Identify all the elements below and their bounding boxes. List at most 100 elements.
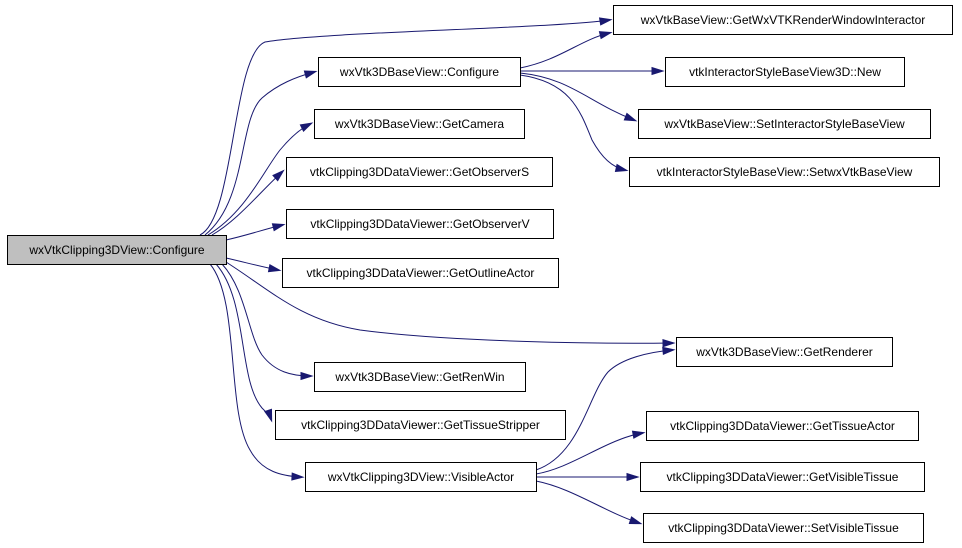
edge-arrowhead [651, 66, 665, 76]
edge-arrowhead [303, 70, 318, 79]
node-setwx[interactable]: vtkInteractorStyleBaseView::SetwxVtkBase… [629, 157, 940, 187]
node-label: vtkClipping3DDataViewer::GetTissueStripp… [301, 418, 540, 432]
node-setvisibletissue[interactable]: vtkClipping3DDataViewer::SetVisibleTissu… [643, 513, 924, 543]
edge-line [225, 261, 673, 344]
node-box [613, 5, 953, 35]
edge-arrowhead [299, 122, 314, 132]
edge-arrowhead [623, 112, 638, 122]
edge-root-to-configure3d [204, 70, 318, 236]
edge-root-to-visibleactor [209, 263, 305, 481]
edge-arrowhead [598, 17, 613, 26]
edge-arrowhead [267, 264, 282, 273]
edge-line [207, 123, 311, 236]
node-label: wxVtk3DBaseView::Configure [339, 65, 500, 79]
edge-arrowhead [300, 371, 314, 381]
edge-line [519, 74, 626, 171]
edge-line [204, 71, 315, 236]
node-box [314, 109, 525, 139]
edge-line [211, 171, 283, 236]
edge-line [519, 72, 635, 121]
edge-line [519, 32, 610, 69]
edge-visibleactor-to-setvisibletissue [535, 480, 643, 525]
edge-visibleactor-to-gettissueactor [535, 430, 646, 475]
edge-arrowhead [598, 31, 613, 40]
node-label: wxVtkClipping3DView::VisibleActor [327, 470, 514, 484]
node-label: vtkClipping3DDataViewer::GetTissueActor [670, 419, 895, 433]
edges-layer [199, 17, 676, 525]
node-configure3d[interactable]: wxVtk3DBaseView::Configure [318, 57, 521, 87]
node-getrenderer[interactable]: wxVtk3DBaseView::GetRenderer [676, 337, 893, 367]
edge-arrowhead [631, 430, 646, 439]
node-stylenew[interactable]: vtkInteractorStyleBaseView3D::New [665, 57, 905, 87]
edge-arrowhead [614, 163, 629, 172]
edge-visibleactor-to-getvisibletissue [536, 472, 640, 482]
node-box [286, 209, 554, 239]
nodes-layer: wxVtkClipping3DView::Configure wxVtkBaseV… [7, 5, 953, 543]
edge-root-to-getoutline [225, 257, 282, 273]
edge-configure3d-to-setwx [519, 74, 629, 172]
edge-line [535, 349, 673, 471]
node-label: vtkClipping3DDataViewer::GetOutlineActor [307, 266, 535, 280]
node-getrenwin[interactable]: wxVtk3DBaseView::GetRenWin [314, 362, 526, 392]
edge-configure3d-to-getwx [519, 31, 613, 69]
node-label: wxVtk3DBaseView::GetRenderer [695, 345, 873, 359]
node-getobss[interactable]: vtkClipping3DDataViewer::GetObserverS [286, 157, 553, 187]
edge-line [209, 263, 302, 478]
edge-configure3d-to-stylenew [520, 66, 665, 76]
edge-arrowhead [291, 472, 305, 481]
node-label: vtkClipping3DDataViewer::GetVisibleTissu… [667, 470, 899, 484]
node-box [305, 462, 537, 492]
edge-arrowhead [626, 472, 640, 482]
node-box [286, 157, 553, 187]
edge-root-to-gettissuestripper [215, 263, 273, 423]
edge-root-to-getrenderer [225, 261, 676, 348]
edge-root-to-getcamera [207, 122, 314, 236]
edge-line [535, 480, 640, 524]
edge-arrowhead [628, 516, 643, 525]
node-box [7, 235, 227, 265]
node-label: wxVtkBaseView::GetWxVTKRenderWindowInter… [640, 13, 926, 27]
edge-arrowhead [662, 346, 676, 356]
node-setstyle[interactable]: wxVtkBaseView::SetInteractorStyleBaseVie… [638, 109, 931, 139]
node-label: vtkClipping3DDataViewer::GetObserverS [310, 165, 529, 179]
edge-arrowhead [264, 408, 273, 423]
node-box [640, 462, 925, 492]
node-box [275, 410, 566, 440]
node-box [646, 411, 919, 441]
edge-root-to-getwx [199, 17, 613, 236]
node-label: wxVtk3DBaseView::GetCamera [334, 117, 505, 131]
edge-line [535, 432, 643, 475]
edge-root-to-getobsv [225, 223, 286, 241]
node-box [638, 109, 931, 139]
node-getoutline[interactable]: vtkClipping3DDataViewer::GetOutlineActor [282, 258, 559, 288]
node-root[interactable]: wxVtkClipping3DView::Configure [7, 235, 227, 265]
edge-line [199, 19, 610, 236]
node-box [282, 258, 559, 288]
node-getobsv[interactable]: vtkClipping3DDataViewer::GetObserverV [286, 209, 554, 239]
node-box [314, 362, 526, 392]
edge-arrowhead [662, 338, 676, 348]
node-label: vtkClipping3DDataViewer::GetObserverV [310, 217, 529, 231]
node-getcamera[interactable]: wxVtk3DBaseView::GetCamera [314, 109, 525, 139]
node-label: vtkInteractorStyleBaseView::SetwxVtkBase… [657, 165, 913, 179]
node-box [318, 57, 521, 87]
node-label: wxVtk3DBaseView::GetRenWin [334, 370, 504, 384]
node-label: wxVtkClipping3DView::Configure [28, 243, 205, 257]
node-box [629, 157, 940, 187]
node-getwx[interactable]: wxVtkBaseView::GetWxVTKRenderWindowInter… [613, 5, 953, 35]
edge-line [221, 263, 311, 377]
node-gettissueactor[interactable]: vtkClipping3DDataViewer::GetTissueActor [646, 411, 919, 441]
edge-arrowhead [272, 169, 285, 182]
node-label: wxVtkBaseView::SetInteractorStyleBaseVie… [663, 117, 905, 131]
node-box [643, 513, 924, 543]
node-box [665, 57, 905, 87]
node-box [676, 337, 893, 367]
node-label: vtkClipping3DDataViewer::SetVisibleTissu… [668, 521, 899, 535]
edge-arrowhead [271, 223, 286, 232]
node-visibleactor[interactable]: wxVtkClipping3DView::VisibleActor [305, 462, 537, 492]
edge-configure3d-to-setstyle [519, 72, 638, 122]
node-gettissuestripper[interactable]: vtkClipping3DDataViewer::GetTissueStripp… [275, 410, 566, 440]
node-getvisibletissue[interactable]: vtkClipping3DDataViewer::GetVisibleTissu… [640, 462, 925, 492]
edge-root-to-getobss [211, 169, 285, 236]
